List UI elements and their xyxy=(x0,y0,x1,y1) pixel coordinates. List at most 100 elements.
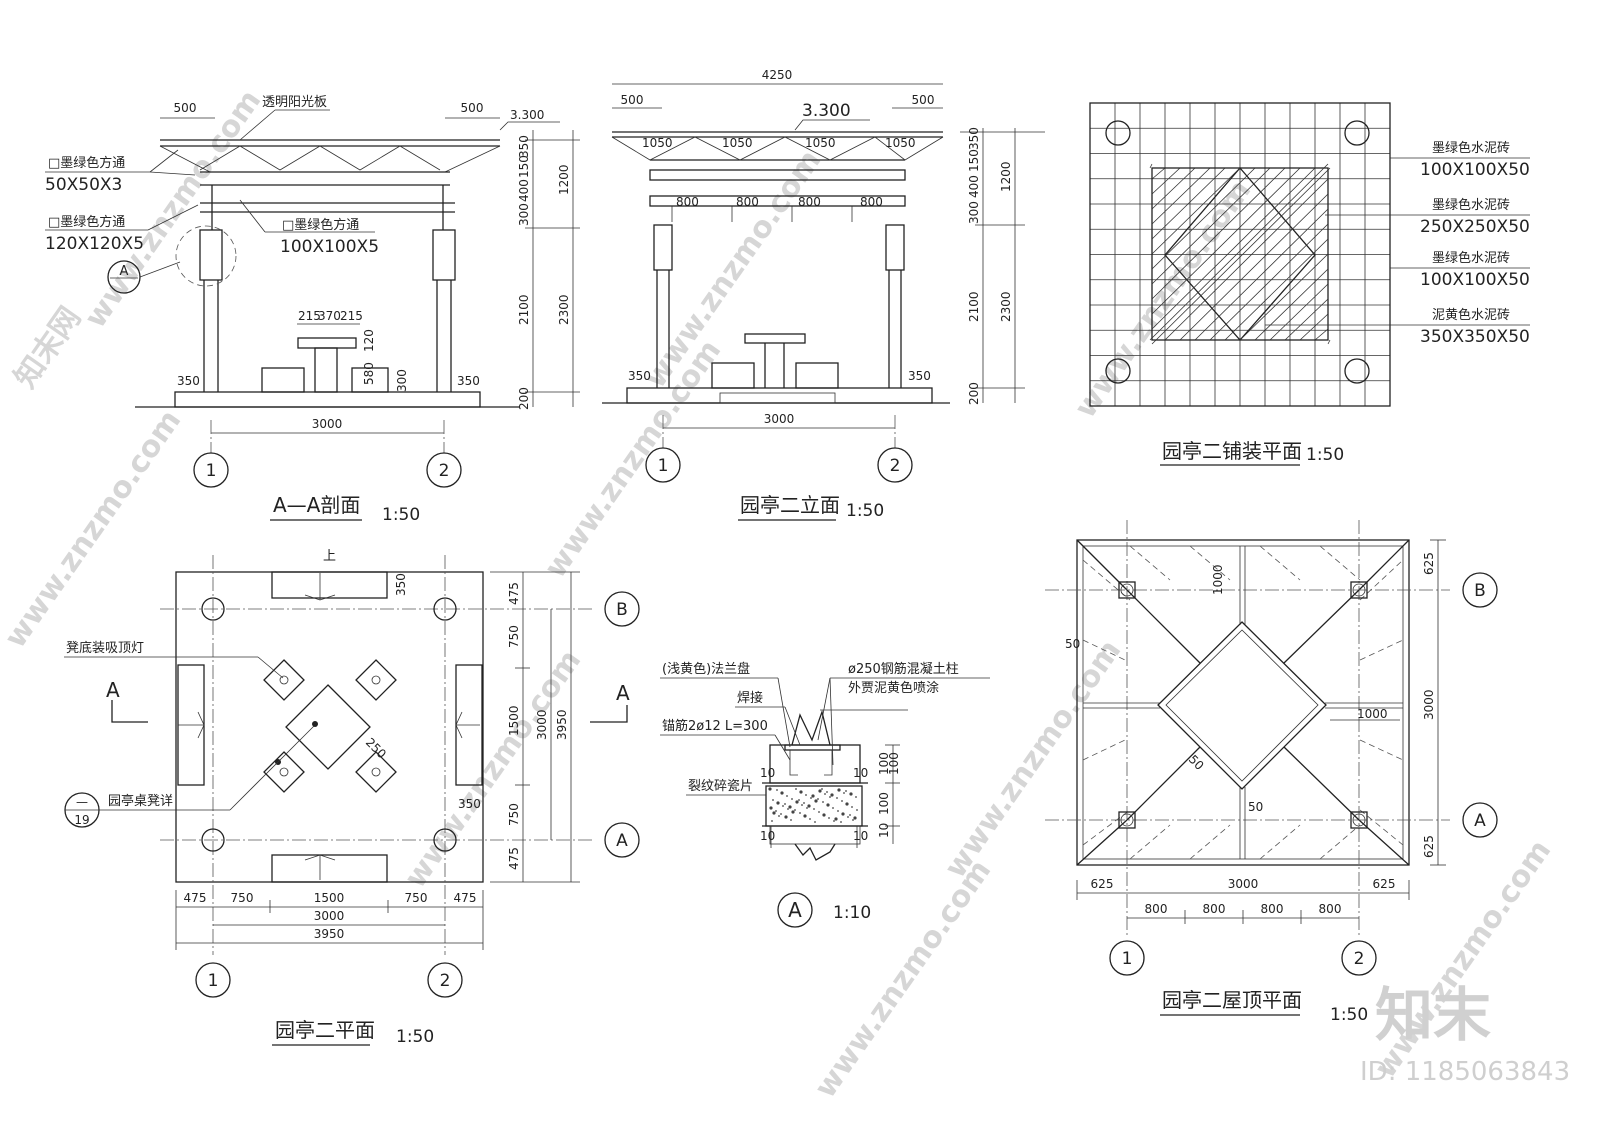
aggregate-dot xyxy=(769,806,773,810)
paving-diag-line xyxy=(1151,167,1286,300)
aggregate-dot xyxy=(809,818,811,820)
plan-title: 园亭二平面 xyxy=(275,1018,375,1042)
aggregate-dot xyxy=(841,800,843,802)
aggregate-dot xyxy=(780,813,782,815)
paving-diag-line xyxy=(1151,167,1301,315)
aggregate-dot xyxy=(822,813,826,817)
aggregate-dot xyxy=(818,789,822,793)
dim-1200: 1200 xyxy=(557,164,571,195)
legend-0-name: 墨绿色水泥砖 xyxy=(1432,140,1510,156)
aggregate-dot xyxy=(829,796,831,798)
aggregate-dot xyxy=(790,819,792,821)
legend-1-name: 墨绿色水泥砖 xyxy=(1432,197,1510,213)
legend-3-name: 泥黄色水泥砖 xyxy=(1432,307,1510,323)
label-tube-2-size: 120X120X5 xyxy=(45,234,144,254)
paving-plan: 墨绿色水泥砖 100X100X50 墨绿色水泥砖 250X250X50 墨绿色水… xyxy=(1089,102,1530,466)
paving-diag-line xyxy=(1164,178,1329,341)
dim-b475a: 475 xyxy=(184,891,207,905)
watermark-layer: 知末网 www.znzmo.com www.znzmo.com www.znzm… xyxy=(0,84,1558,1105)
dim-500-left: 500 xyxy=(621,93,644,107)
dim-b625b: 625 xyxy=(1373,877,1396,891)
axis-a: A xyxy=(616,831,628,851)
paving-diag-line xyxy=(1151,167,1226,240)
roof-rib xyxy=(1189,545,1231,581)
dim-v100c: 100 xyxy=(877,792,891,815)
dim-200: 200 xyxy=(517,387,531,410)
axis-1: 1 xyxy=(1122,949,1133,969)
label-lamp: 凳底装吸顶灯 xyxy=(66,640,144,656)
label-column: ø250钢筋混凝土柱 xyxy=(848,661,959,677)
dim-b3000: 3000 xyxy=(1228,877,1259,891)
aggregate-dot xyxy=(837,788,841,792)
dim-r3000: 3000 xyxy=(1422,689,1436,720)
dim-base-right: 350 xyxy=(457,374,480,388)
watermark-site: www.znzmo.com xyxy=(78,84,268,335)
watermark-site: www.znzmo.com xyxy=(1068,174,1258,425)
aggregate-dot xyxy=(834,817,838,821)
section-aa: A 透明阳光板 □墨绿色方通 50X50X3 □墨绿色方通 120X120X5 … xyxy=(45,95,580,525)
paving-diag-line xyxy=(1151,167,1241,255)
dim-2300: 2300 xyxy=(999,291,1013,322)
dim-b1500: 1500 xyxy=(314,891,345,905)
beam-800-2: 800 xyxy=(736,195,759,209)
detail-ref-bottom: 19 xyxy=(74,813,89,827)
aggregate-dot xyxy=(856,809,858,811)
paving-diag-line xyxy=(1269,283,1329,341)
dim-50a: 50 xyxy=(1065,637,1080,651)
aggregate-dot xyxy=(840,821,842,823)
dim-span-3000: 3000 xyxy=(764,412,795,426)
paving-diag-line xyxy=(1151,167,1331,345)
stair-up: 上 xyxy=(323,549,336,564)
paving-diag-line xyxy=(1151,167,1256,270)
dim-50b: 50 xyxy=(1186,752,1207,773)
aggregate-dot xyxy=(795,788,797,790)
watermark-site: www.znzmo.com xyxy=(938,634,1128,885)
section-aa-scale: 1:50 xyxy=(382,505,420,525)
paving-diag-line xyxy=(1179,193,1329,341)
roof-plan: 1000 50 1000 50 50 625 3000 625 B A 625 … xyxy=(1045,520,1498,1025)
label-tube-2: □墨绿色方通 xyxy=(48,214,125,230)
aggregate-dot xyxy=(822,801,824,803)
aggregate-dot xyxy=(784,815,788,819)
elevation-scale: 1:50 xyxy=(846,501,884,521)
aggregate-dot xyxy=(841,812,845,816)
roof-rib xyxy=(1129,824,1171,860)
aggregate-dot xyxy=(852,819,854,821)
aggregate-dot xyxy=(811,794,815,798)
aggregate-dot xyxy=(817,798,819,800)
paving-diag-line xyxy=(1239,253,1329,341)
aggregate-dot xyxy=(855,796,857,798)
aggregate-dot xyxy=(787,808,789,810)
dim-b750a: 750 xyxy=(231,891,254,905)
aggregate-dot xyxy=(837,810,839,812)
aggregate-dot xyxy=(826,803,830,807)
dim-500-right: 500 xyxy=(912,93,935,107)
paving-scale: 1:50 xyxy=(1306,445,1344,465)
dim-2100: 2100 xyxy=(517,294,531,325)
aggregate-dot xyxy=(849,814,851,816)
legend-2-size: 100X100X50 xyxy=(1420,270,1530,290)
dim-150: 150 xyxy=(967,149,981,172)
watermark-site: www.znzmo.com xyxy=(638,144,828,395)
roof-rib xyxy=(1129,545,1171,581)
dim-r750a: 750 xyxy=(507,625,521,648)
label-flange: (浅黄色)法兰盘 xyxy=(662,661,750,677)
dim-250: 250 xyxy=(363,735,389,761)
dim-b800a: 800 xyxy=(1145,902,1168,916)
aggregate-dot xyxy=(778,815,780,817)
dim-b3000: 3000 xyxy=(314,909,345,923)
watermark-site: www.znzmo.com xyxy=(398,644,588,895)
aggregate-dot xyxy=(849,792,853,796)
dim-b475b: 475 xyxy=(454,891,477,905)
dim-v100b: 100 xyxy=(887,752,901,775)
dim-350: 350 xyxy=(517,135,531,158)
dim-150: 150 xyxy=(517,155,531,178)
aggregate-dot xyxy=(828,817,830,819)
roof-rib xyxy=(1359,639,1404,661)
aggregate-dot xyxy=(772,811,776,815)
paving-diag-line xyxy=(1327,339,1331,345)
dim-span-3000: 3000 xyxy=(312,417,343,431)
aggregate-dot xyxy=(845,790,847,792)
paving-diag-line xyxy=(1254,268,1329,341)
aggregate-dot xyxy=(788,805,792,809)
